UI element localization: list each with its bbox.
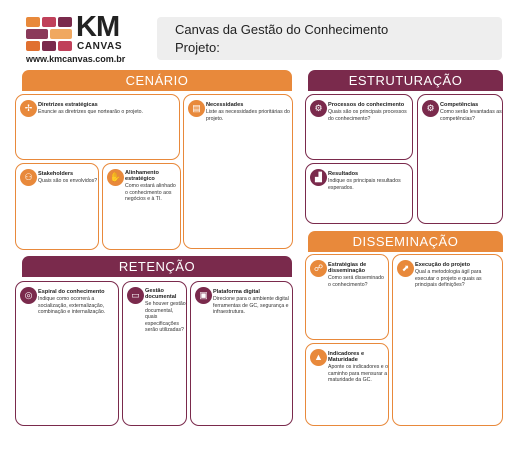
card-title: Gestão documental (145, 288, 177, 301)
monitor-icon: ▣ (195, 287, 212, 304)
card-competencias[interactable]: ⚙ Competências Como serão levantadas as … (417, 94, 503, 224)
logo-mark (26, 17, 72, 51)
card-desc: Direcione para o ambiente digital ferram… (213, 296, 289, 315)
card-title: Diretrizes estratégicas (38, 102, 98, 108)
compass-icon: ✢ (20, 100, 37, 117)
logo-subtitle: CANVAS (77, 41, 123, 52)
card-title: Necessidades (206, 102, 244, 108)
logo-url: www.kmcanvas.com.br (26, 54, 126, 64)
card-title: Plataforma digital (213, 289, 260, 295)
card-necessidades[interactable]: ▤ Necessidades Liste as necessidades pri… (183, 94, 293, 249)
card-desc: Aponte os indicadores e o caminho para m… (328, 364, 388, 383)
title-box (157, 17, 502, 60)
card-processos[interactable]: ⚙ Processos do conhecimento Quais são os… (305, 94, 413, 160)
card-desc: Indique os principais resultados esperad… (328, 178, 401, 191)
card-diretrizes[interactable]: ✢ Diretrizes estratégicas Enuncie as dir… (15, 94, 180, 160)
card-desc: Como estará alinhado o conhecimento aos … (125, 183, 176, 202)
card-title: Competências (440, 102, 479, 108)
share-icon: ☍ (310, 260, 327, 277)
card-resultados[interactable]: ▟ Resultados Indique os principais resul… (305, 163, 413, 224)
card-desc: Como será disseminado o conhecimento? (328, 275, 384, 288)
card-espiral[interactable]: ◎ Espiral do conhecimento Indique como o… (15, 281, 119, 426)
project-label: Projeto: (175, 40, 220, 55)
section-cenario: CENÁRIO (22, 70, 292, 91)
section-retencao: RETENÇÃO (22, 256, 292, 277)
card-desc: Se houver gestão documental, quais espec… (145, 301, 186, 333)
card-title: Stakeholders (38, 171, 74, 177)
card-desc: Quais são os principais processos do con… (328, 109, 407, 122)
card-desc: Liste as necessidades prioritárias do pr… (206, 109, 290, 122)
card-alinhamento[interactable]: ✋ Alinhamento estratégico Como estará al… (102, 163, 181, 250)
card-desc: Como serão levantadas as competências? (440, 109, 502, 122)
chart-icon: ▟ (310, 169, 327, 186)
card-indicadores[interactable]: ▲ Indicadores e Maturidade Aponte os ind… (305, 343, 389, 426)
card-stakeholders[interactable]: ⚇ Stakeholders Quais são os envolvidos? (15, 163, 99, 250)
card-title: Espiral do conhecimento (38, 289, 105, 295)
person-gear-icon: ⚙ (422, 100, 439, 117)
card-plataforma[interactable]: ▣ Plataforma digital Direcione para o am… (190, 281, 293, 426)
card-title: Estratégias de disseminação (328, 262, 367, 275)
card-execucao[interactable]: ⬈ Execução do projeto Qual a metodologia… (392, 254, 503, 426)
card-desc: Indique como ocorrerá a socialização, ex… (38, 296, 106, 315)
card-title: Alinhamento estratégico (125, 170, 159, 183)
card-estrategias[interactable]: ☍ Estratégias de disseminação Como será … (305, 254, 389, 340)
document-icon: ▭ (127, 287, 144, 304)
section-estruturacao: ESTRUTURAÇÃO (308, 70, 503, 91)
card-desc: Quais são os envolvidos? (38, 178, 98, 184)
spiral-icon: ◎ (20, 287, 37, 304)
card-title: Resultados (328, 171, 359, 177)
page-title: Canvas da Gestão do Conhecimento (175, 22, 389, 37)
pyramid-icon: ▲ (310, 349, 327, 366)
card-desc: Enuncie as diretrizes que nortearão o pr… (38, 109, 143, 115)
card-title: Indicadores e Maturidade (328, 351, 365, 364)
handshake-icon: ✋ (107, 169, 124, 186)
section-disseminacao: DISSEMINAÇÃO (308, 231, 503, 252)
card-title: Execução do projeto (415, 262, 471, 268)
card-title: Processos do conhecimento (328, 102, 405, 108)
clipboard-icon: ▤ (188, 100, 205, 117)
card-gestao[interactable]: ▭ Gestão documental Se houver gestão doc… (122, 281, 187, 426)
gears-icon: ⚙ (310, 100, 327, 117)
rocket-icon: ⬈ (397, 260, 414, 277)
card-desc: Qual a metodologia ágil para executar o … (415, 269, 482, 288)
people-icon: ⚇ (20, 169, 37, 186)
logo-brand: KM (76, 11, 120, 43)
